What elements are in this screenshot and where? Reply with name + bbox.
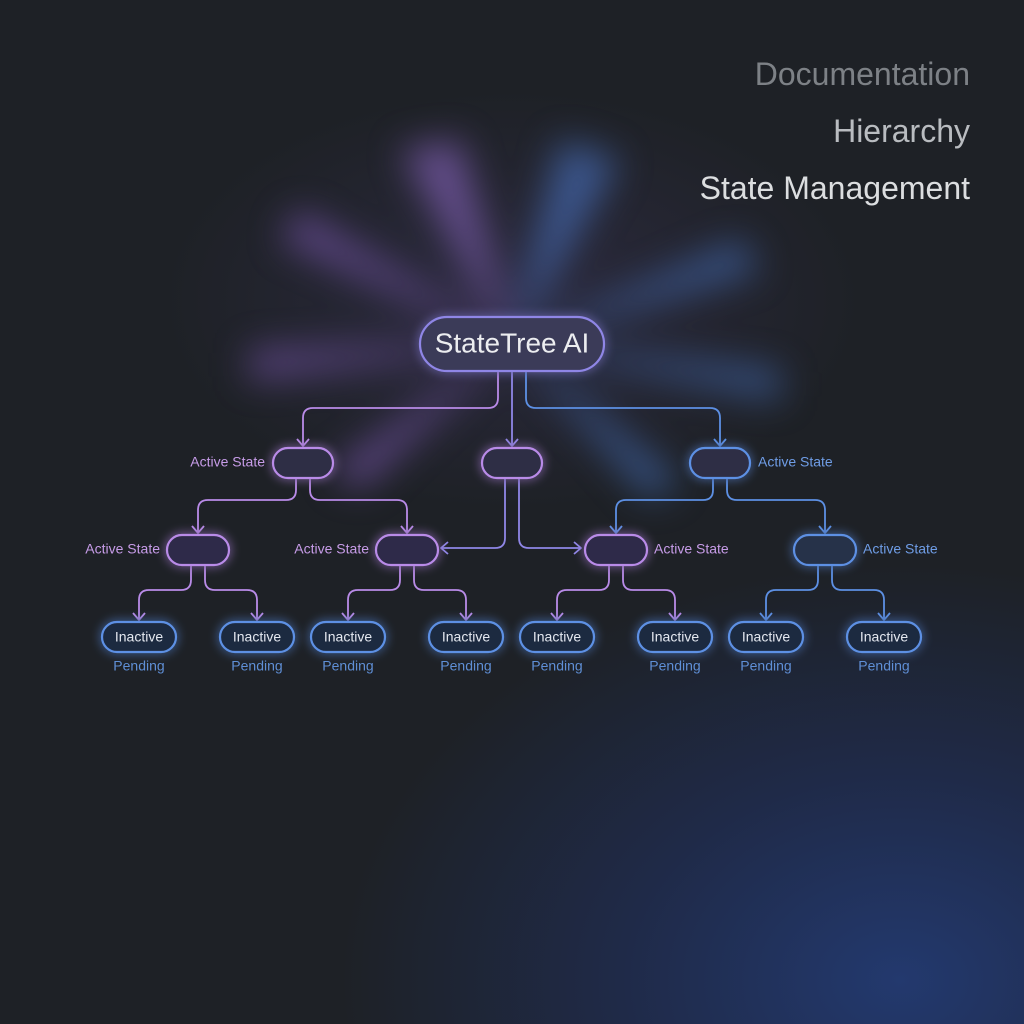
leaf-node[interactable] [309,620,387,654]
arrowhead-icon [818,525,832,534]
arrowhead-icon [296,438,310,447]
arrowhead-icon [713,438,727,447]
arrowhead-icon [400,525,414,534]
level2-node[interactable] [165,533,231,567]
connector-line [831,565,885,620]
pending-label: Pending [231,658,282,674]
leaf-node[interactable] [427,620,505,654]
arrowhead-icon [341,612,355,621]
level2-node[interactable] [374,533,440,567]
leaf-node[interactable] [100,620,178,654]
connector-line [765,565,819,620]
inactive-label: Inactive [115,629,163,645]
arrowhead-icon [132,612,146,621]
connector-line [622,565,676,620]
pending-label: Pending [649,658,700,674]
arrowhead-icon [459,612,473,621]
level2-node[interactable] [583,533,649,567]
connector-line [441,478,506,549]
connector-line [138,565,192,620]
inactive-label: Inactive [742,629,790,645]
connector-line [197,478,297,533]
active-state-label: Active State [654,541,729,557]
connector-line [556,565,610,620]
active-state-label: Active State [758,454,833,470]
arrowhead-icon [877,612,891,621]
connector-line [309,478,408,533]
arrowhead-icon [759,612,773,621]
arrowhead-icon [550,612,564,621]
level1-node[interactable] [688,446,752,480]
connector-line [615,478,714,533]
inactive-label: Inactive [442,629,490,645]
arrowhead-icon [505,438,519,447]
level2-node[interactable] [792,533,858,567]
pending-label: Pending [322,658,373,674]
inactive-label: Inactive [533,629,581,645]
level1-node[interactable] [480,446,544,480]
connector-line [518,478,581,549]
menu-documentation[interactable]: Documentation [754,56,970,92]
level1-node[interactable] [271,446,335,480]
arrowhead-icon [609,525,623,534]
pending-label: Pending [531,658,582,674]
active-state-label: Active State [85,541,160,557]
active-state-label: Active State [863,541,938,557]
leaf-node[interactable] [636,620,714,654]
arrowhead-icon [191,525,205,534]
root-node[interactable] [418,315,606,373]
root-label: StateTree AI [435,327,590,358]
active-state-label: Active State [190,454,265,470]
arrowhead-icon [668,612,682,621]
active-state-label: Active State [294,541,369,557]
connector-line [302,371,499,446]
menu-hierarchy[interactable]: Hierarchy [833,113,970,149]
leaf-node[interactable] [845,620,923,654]
inactive-label: Inactive [860,629,908,645]
pending-label: Pending [113,658,164,674]
leaf-node[interactable] [218,620,296,654]
leaf-node[interactable] [727,620,805,654]
connector-line [413,565,467,620]
arrowhead-icon [440,541,449,555]
connector-line [347,565,401,620]
pending-label: Pending [858,658,909,674]
inactive-label: Inactive [651,629,699,645]
leaf-node[interactable] [518,620,596,654]
menu-state-management[interactable]: State Management [699,170,970,206]
inactive-label: Inactive [324,629,372,645]
connector-line [204,565,258,620]
inactive-label: Inactive [233,629,281,645]
pending-label: Pending [740,658,791,674]
arrowhead-icon [573,541,582,555]
connector-line [525,371,721,446]
arrowhead-icon [250,612,264,621]
pending-label: Pending [440,658,491,674]
connector-line [726,478,826,533]
